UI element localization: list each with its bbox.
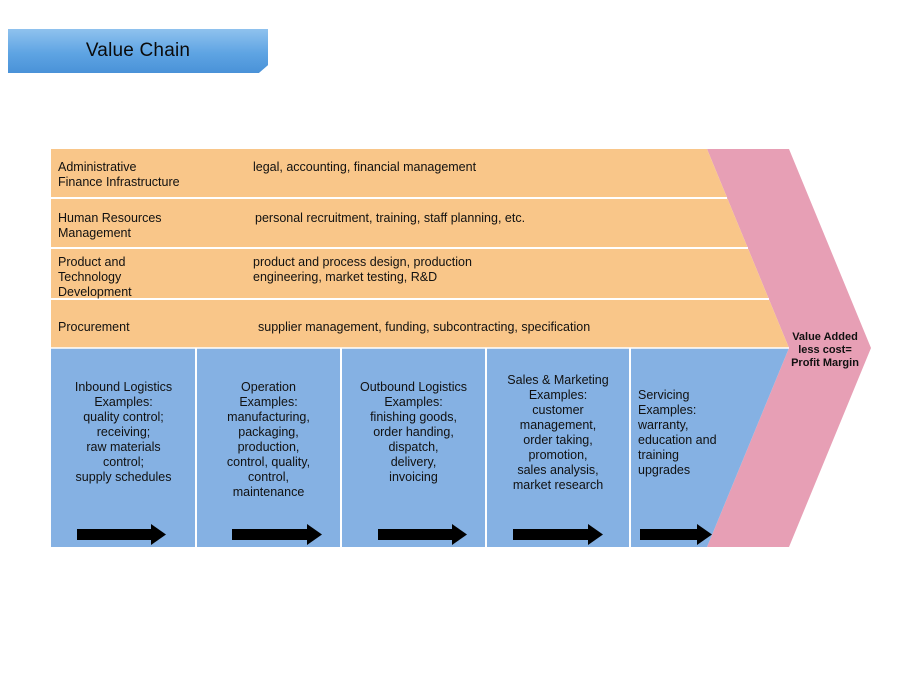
support-activity-name: Procurement xyxy=(58,320,130,334)
primary-activity-text: Outbound Logistics Examples: finishing g… xyxy=(359,380,467,484)
primary-activity-text: Inbound Logistics Examples: quality cont… xyxy=(74,380,173,484)
primary-activity-text: Servicing Examples: warranty, education … xyxy=(638,388,717,477)
support-activity-name: Administrative Finance Infrastructure xyxy=(58,160,180,189)
primary-activities-band xyxy=(51,348,789,547)
flow-arrow-icon xyxy=(513,524,603,545)
support-activity-description: legal, accounting, financial management xyxy=(253,160,477,174)
flow-arrow-icon xyxy=(378,524,467,545)
page-title: Value Chain xyxy=(85,40,191,61)
flow-arrow-icon xyxy=(232,524,322,545)
flow-arrow-icon xyxy=(640,524,712,545)
flow-arrow-icon xyxy=(77,524,166,545)
profit-margin-label: Value Added less cost= Profit Margin xyxy=(791,331,859,369)
support-activity-name: Product and Technology Development xyxy=(58,255,132,299)
support-activity-description: product and process design, production e… xyxy=(253,255,472,284)
primary-activity-text: Operation Examples: manufacturing, packa… xyxy=(226,380,311,499)
support-activity-description: personal recruitment, training, staff pl… xyxy=(255,211,526,225)
support-activity-name: Human Resources Management xyxy=(58,211,162,240)
title-banner: Value Chain xyxy=(8,29,268,73)
primary-activity-text: Sales & Marketing Examples: customer man… xyxy=(507,373,609,492)
support-activity-description: supplier management, funding, subcontrac… xyxy=(258,320,591,334)
